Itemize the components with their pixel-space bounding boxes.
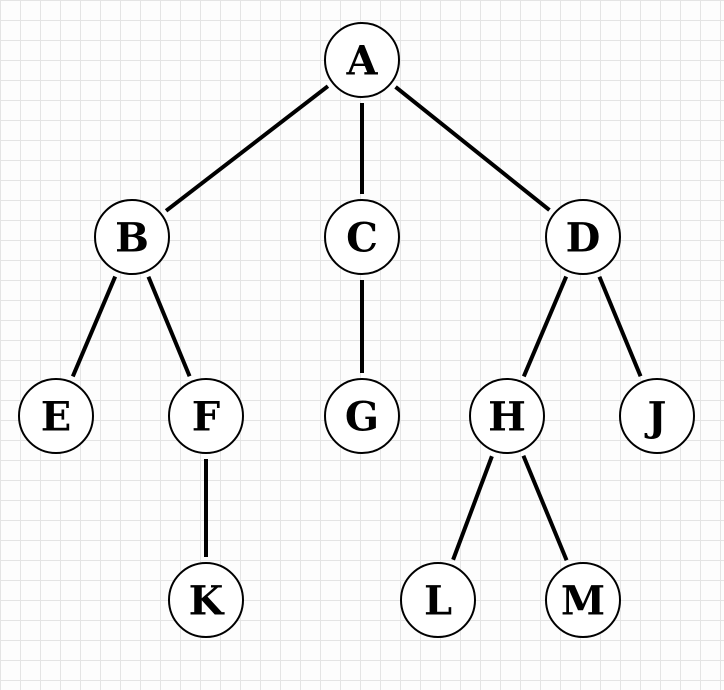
node-circle [545, 199, 621, 275]
node-j: J [619, 378, 695, 454]
node-c: C [324, 199, 400, 275]
edge-h-m [521, 454, 569, 562]
edge-a-b [164, 84, 330, 213]
node-f: F [168, 378, 244, 454]
node-circle [545, 562, 621, 638]
edge-b-f [146, 275, 192, 378]
node-label: A [345, 38, 378, 85]
edge-a-d [394, 85, 551, 212]
node-h: H [469, 378, 545, 454]
node-circle [324, 378, 400, 454]
node-circle [324, 199, 400, 275]
node-circle [94, 199, 170, 275]
node-m: M [545, 562, 621, 638]
node-b: B [94, 199, 170, 275]
node-label: K [189, 578, 225, 625]
node-a: A [324, 22, 400, 98]
node-circle [469, 378, 545, 454]
node-label: J [645, 394, 667, 441]
node-k: K [168, 562, 244, 638]
node-label: C [346, 215, 378, 262]
node-circle [400, 562, 476, 638]
edge-b-e [70, 275, 118, 378]
node-label: G [345, 394, 379, 441]
node-circle [168, 562, 244, 638]
node-d: D [545, 199, 621, 275]
node-label: E [41, 394, 72, 441]
edge-h-l [451, 455, 494, 561]
node-g: G [324, 378, 400, 454]
node-label: F [192, 394, 220, 441]
node-e: E [18, 378, 94, 454]
node-label: D [566, 215, 601, 262]
node-circle [324, 22, 400, 98]
node-label: M [561, 578, 605, 625]
nodes-layer: A B C D E F G H J K L M [18, 22, 695, 638]
node-circle [619, 378, 695, 454]
node-circle [18, 378, 94, 454]
edges-layer [70, 84, 643, 562]
node-label: B [115, 215, 149, 262]
node-circle [168, 378, 244, 454]
edge-d-j [597, 275, 643, 378]
node-label: H [488, 394, 526, 441]
node-label: L [424, 578, 452, 625]
edge-d-h [521, 275, 569, 378]
node-l: L [400, 562, 476, 638]
